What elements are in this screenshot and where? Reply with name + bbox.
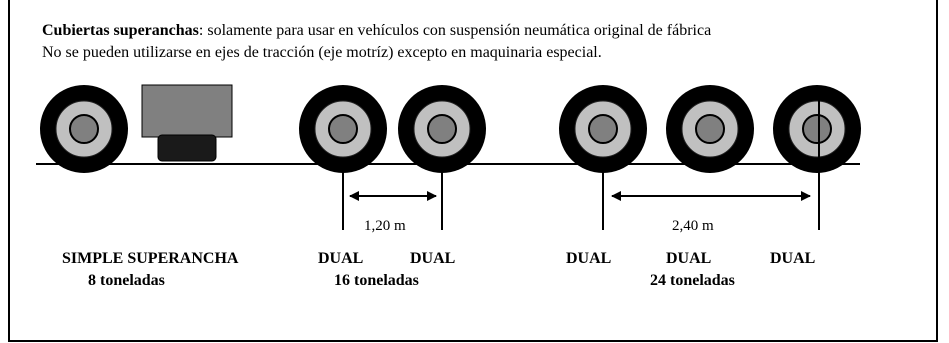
wheel-triple-2 xyxy=(666,85,754,173)
diagram-frame xyxy=(8,0,938,342)
note-term: Cubiertas superanchas xyxy=(42,22,199,39)
wheel-dual-2 xyxy=(398,85,486,173)
intro-line-1: Cubiertas superanchas: solamente para us… xyxy=(42,22,711,40)
tridem-type-label-3: DUAL xyxy=(770,250,816,267)
tandem-type-label-2: DUAL xyxy=(410,250,456,267)
tridem-weight-label: 24 toneladas xyxy=(650,272,735,289)
triple-spacing-label: 2,40 m xyxy=(672,218,714,234)
truck-mount xyxy=(157,134,217,162)
wheel-triple-1 xyxy=(559,85,647,173)
wheel-simple xyxy=(40,85,128,173)
wheel-triple-3 xyxy=(773,85,861,173)
truck-body xyxy=(141,84,233,138)
note-line1-rest: : solamente para usar en vehículos con s… xyxy=(198,22,712,39)
wheel-dual-1 xyxy=(299,85,387,173)
simple-type-label: SIMPLE SUPERANCHA xyxy=(62,250,239,267)
tridem-type-label-1: DUAL xyxy=(566,250,612,267)
dual-spacing-label: 1,20 m xyxy=(364,218,406,234)
tridem-type-label-2: DUAL xyxy=(666,250,712,267)
simple-weight-label: 8 toneladas xyxy=(88,272,165,289)
tandem-type-label-1: DUAL xyxy=(318,250,364,267)
intro-line-2: No se pueden utilizarse en ejes de tracc… xyxy=(42,44,602,61)
tandem-weight-label: 16 toneladas xyxy=(334,272,419,289)
